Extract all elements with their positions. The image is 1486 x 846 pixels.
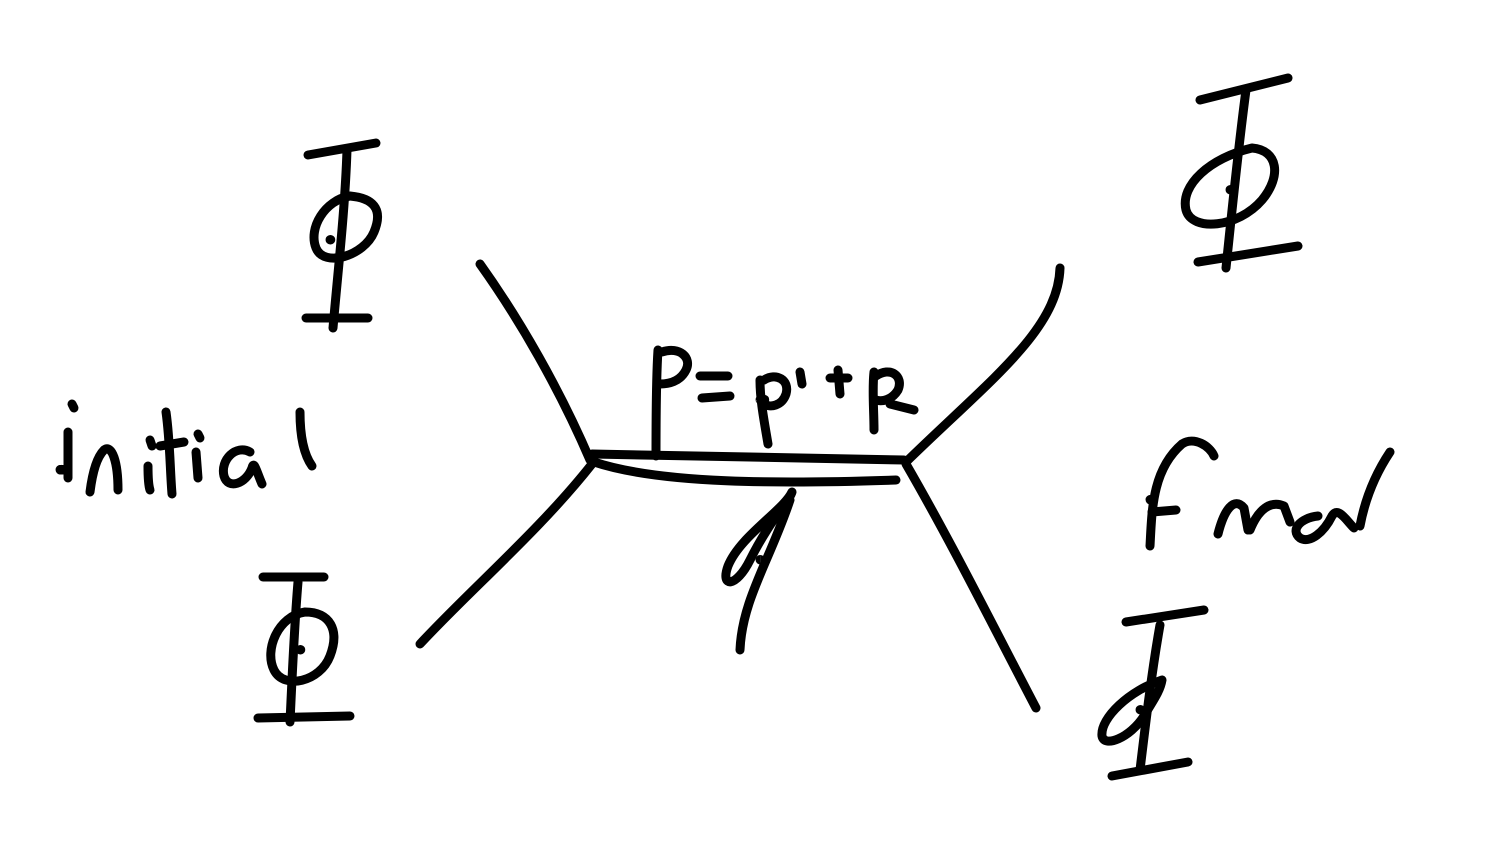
label-final: final bbox=[1145, 436, 1395, 551]
label-final-text: final bbox=[1150, 499, 1153, 501]
phi-symbol-top-right-text: Φ bbox=[1230, 189, 1231, 191]
label-initial: initial bbox=[56, 399, 317, 499]
outgoing-line-bottom bbox=[901, 459, 1041, 713]
propagator-line-upper bbox=[587, 449, 909, 465]
phi-symbol-top-left: Φ bbox=[301, 138, 383, 333]
label-exchanged-particle: ϕ bbox=[721, 487, 797, 655]
phi-symbol-bottom-left-text: Φ bbox=[300, 649, 301, 651]
outgoing-line-top bbox=[901, 263, 1065, 467]
propagator-line-lower bbox=[589, 457, 901, 487]
incoming-line-bottom bbox=[415, 459, 597, 649]
phi-symbol-bottom-left: Φ bbox=[253, 572, 355, 727]
label-exchanged-particle-text: ϕ bbox=[760, 559, 761, 561]
phi-symbol-bottom-right: Φ bbox=[1097, 605, 1209, 781]
label-initial-text: initial bbox=[60, 468, 63, 471]
incoming-line-top bbox=[475, 259, 595, 465]
phi-symbol-top-right: Φ bbox=[1180, 73, 1303, 273]
phi-symbol-top-left-text: Φ bbox=[330, 239, 331, 241]
phi-symbol-bottom-right-text: Φ bbox=[1140, 709, 1141, 711]
label-momentum: P=p1+p2 bbox=[651, 345, 919, 461]
